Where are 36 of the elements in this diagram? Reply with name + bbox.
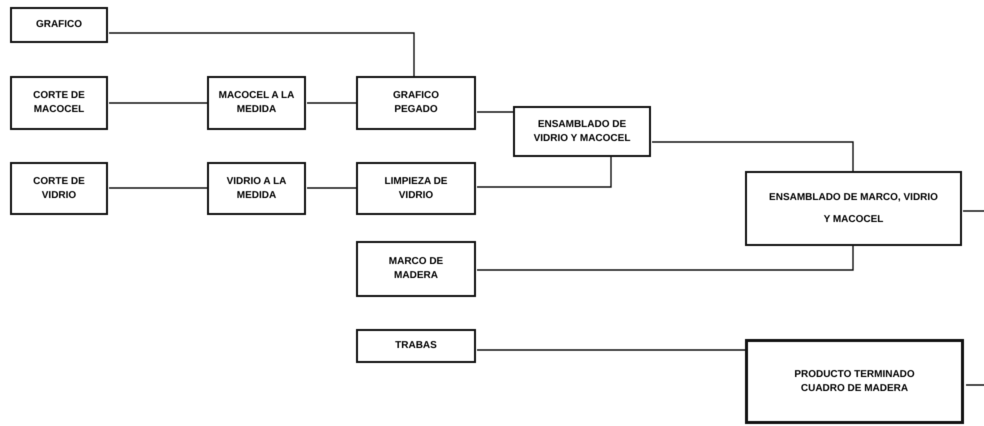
- connector-line: [966, 384, 984, 386]
- box-label: MARCO DE MADERA: [388, 255, 444, 283]
- process-box: [10, 7, 108, 43]
- box-label: CORTE DE MACOCEL: [32, 89, 86, 117]
- process-box: [745, 171, 962, 246]
- box-label: ENSAMBLADO DE VIDRIO Y MACOCEL: [532, 118, 632, 146]
- process-box: [10, 76, 108, 130]
- connector-line: [477, 349, 745, 351]
- process-box: [356, 329, 476, 363]
- box-label: PRODUCTO TERMINADO CUADRO DE MADERA: [793, 368, 916, 396]
- process-box: [10, 162, 108, 215]
- process-box: [356, 241, 476, 297]
- process-box: [745, 339, 964, 424]
- connector-line: [477, 157, 612, 188]
- process-box: [356, 76, 476, 130]
- connector-line: [652, 141, 854, 171]
- connector-line: [307, 187, 356, 189]
- connector-line: [477, 246, 854, 271]
- box-label: GRAFICO PEGADO: [392, 89, 440, 117]
- box-label: CORTE DE VIDRIO: [32, 174, 86, 202]
- process-box: [207, 76, 306, 130]
- connector-line: [109, 102, 207, 104]
- box-label: ENSAMBLADO DE MARCO, VIDRIO Y MACOCEL: [768, 190, 938, 226]
- box-label: LIMPIEZA DE VIDRIO: [384, 174, 448, 202]
- box-label: VIDRIO A LA MEDIDA: [226, 174, 288, 202]
- process-box: [207, 162, 306, 215]
- process-box: [513, 106, 651, 157]
- box-label: TRABAS: [395, 339, 437, 353]
- connector-line: [109, 32, 415, 76]
- box-label: GRAFICO: [36, 18, 82, 32]
- connector-line: [477, 111, 513, 113]
- box-label: MACOCEL A LA MEDIDA: [218, 89, 296, 117]
- process-box: [356, 162, 476, 215]
- connector-line: [963, 210, 984, 212]
- connector-line: [307, 102, 356, 104]
- connector-line: [109, 187, 207, 189]
